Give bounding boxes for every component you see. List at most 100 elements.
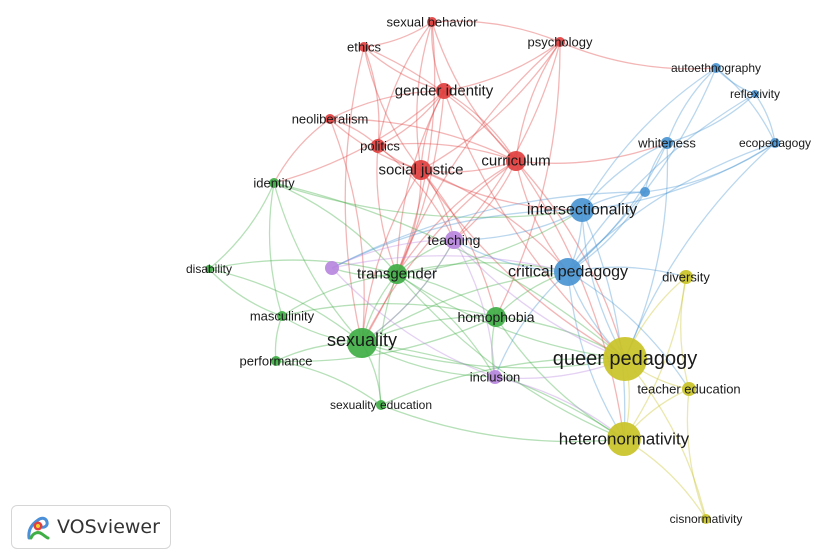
label-sexuality-education: sexuality education: [330, 398, 432, 412]
edge-politics-transgender: [376, 145, 398, 275]
edge-transgender-intersectionality: [396, 209, 583, 275]
edge-sexual_behavior-transgender: [396, 21, 436, 275]
edge-identity-intersectionality: [273, 182, 583, 219]
edge-diversity-heteronormativity: [623, 276, 687, 440]
edge-neoliberalism-curriculum: [329, 118, 517, 162]
edge-psychology-homophobia: [495, 41, 561, 318]
node-cisnormativity[interactable]: [701, 514, 711, 524]
edge-teaching-sexuality: [361, 239, 455, 344]
node-social-justice[interactable]: [411, 160, 431, 180]
vosviewer-logo-icon: [27, 516, 50, 540]
node-intersectionality[interactable]: [570, 198, 594, 222]
node-psychology[interactable]: [555, 37, 565, 47]
node-critical-pedagogy[interactable]: [554, 258, 582, 286]
edge-whiteness-intersectionality: [581, 142, 668, 211]
edge-intersectionality-heteronormativity: [581, 209, 626, 440]
node-ethics[interactable]: [359, 42, 369, 52]
edge-social_justice-queer_pedagogy: [420, 169, 626, 360]
label-queer-pedagogy: queer pedagogy: [553, 348, 698, 370]
node-unlabeled-blue[interactable]: [640, 187, 650, 197]
node-inclusion[interactable]: [488, 370, 502, 384]
edge-whiteness-critical_pedagogy: [567, 142, 668, 273]
edge-unlabeled_blue-unlabeled_purple: [331, 191, 646, 269]
edge-teaching-unlabeled_purple: [331, 239, 455, 269]
label-intersectionality: intersectionality: [527, 202, 637, 219]
node-disability[interactable]: [205, 265, 213, 273]
edge-sexuality_education-queer_pedagogy: [380, 357, 626, 406]
edge-sexuality_education-transgender: [378, 273, 398, 406]
edge-ethics-politics: [363, 46, 380, 147]
edge-autoethnography-whiteness: [666, 67, 717, 144]
edge-sexuality-homophobia: [361, 316, 497, 344]
node-diversity[interactable]: [679, 270, 693, 284]
node-heteronormativity[interactable]: [607, 422, 641, 456]
edge-sexual_behavior-psychology: [431, 20, 561, 43]
edge-whiteness-queer_pedagogy: [624, 142, 669, 360]
edge-sexuality_education-heteronormativity: [380, 404, 625, 443]
vosviewer-badge[interactable]: VOSviewer: [11, 505, 171, 549]
node-identity[interactable]: [269, 178, 279, 188]
edge-transgender-queer_pedagogy: [396, 273, 626, 360]
edge-critical_pedagogy-inclusion: [494, 271, 569, 378]
edge-autoethnography-intersectionality: [581, 67, 717, 211]
label-heteronormativity: heteronormativity: [559, 430, 690, 449]
edge-sexual_behavior-ethics: [363, 21, 433, 48]
edge-transgender-inclusion: [396, 273, 496, 378]
edge-disability-transgender: [208, 259, 398, 275]
edge-identity-masculinity: [268, 182, 283, 317]
node-curriculum[interactable]: [506, 151, 526, 171]
edge-ecopedagogy-critical_pedagogy: [567, 142, 776, 273]
edge-ecopedagogy-queer_pedagogy: [624, 142, 776, 360]
node-autoethnography[interactable]: [711, 63, 721, 73]
node-masculinity[interactable]: [277, 311, 287, 321]
edge-transgender-critical_pedagogy: [396, 262, 569, 275]
node-homophobia[interactable]: [486, 307, 506, 327]
edge-sexuality-teaching: [361, 239, 455, 344]
edge-curriculum-queer_pedagogy: [515, 160, 626, 360]
label-critical-pedagogy: critical pedagogy: [508, 264, 628, 281]
label-teaching: teaching: [428, 232, 481, 248]
label-sexual-behavior: sexual behavior: [386, 15, 478, 30]
node-teaching[interactable]: [445, 231, 463, 249]
node-reflexivity[interactable]: [751, 90, 759, 98]
node-whiteness[interactable]: [661, 137, 673, 149]
edge-social_justice-critical_pedagogy: [420, 169, 569, 273]
label-neoliberalism: neoliberalism: [292, 112, 369, 127]
node-sexual-behavior[interactable]: [427, 17, 437, 27]
label-ethics: ethics: [347, 40, 381, 55]
node-transgender[interactable]: [387, 264, 407, 284]
edge-sexuality-critical_pedagogy: [361, 271, 569, 344]
node-unlabeled-purple[interactable]: [325, 261, 339, 275]
edge-gender_identity-politics: [377, 90, 445, 147]
edge-ethics-sexuality: [344, 46, 365, 344]
edge-homophobia-heteronormativity: [495, 316, 625, 440]
edge-ecopedagogy-unlabeled_blue: [644, 142, 776, 193]
edge-intersectionality-teaching: [453, 209, 583, 241]
edge-autoethnography-critical_pedagogy: [567, 67, 717, 273]
edge-curriculum-sexuality: [361, 160, 517, 344]
node-neoliberalism[interactable]: [325, 114, 335, 124]
edge-reflexivity-whiteness: [666, 93, 756, 144]
edge-social_justice-intersectionality: [420, 169, 583, 211]
edge-disability-sexuality: [208, 268, 363, 344]
node-queer-pedagogy[interactable]: [603, 337, 647, 381]
label-ecopedagogy: ecopedagogy: [739, 136, 811, 150]
edge-gender_identity-identity: [273, 90, 445, 184]
node-teacher-education[interactable]: [682, 382, 696, 396]
edge-identity-transgender: [273, 182, 398, 275]
node-sexuality[interactable]: [347, 328, 377, 358]
edge-masculinity-homophobia: [281, 303, 497, 318]
label-social-justice: social justice: [378, 162, 463, 179]
node-sexuality-education[interactable]: [376, 400, 386, 410]
node-ecopedagogy[interactable]: [770, 138, 780, 148]
edge-neoliberalism-sexuality: [329, 118, 365, 344]
edge-sexual_behavior-social_justice: [416, 21, 433, 171]
node-politics[interactable]: [371, 139, 385, 153]
edge-neoliberalism-identity: [273, 118, 331, 184]
node-performance[interactable]: [271, 356, 281, 366]
edge-sexual_behavior-politics: [377, 21, 433, 147]
edge-identity-disability: [208, 182, 275, 270]
node-gender-identity[interactable]: [436, 83, 452, 99]
